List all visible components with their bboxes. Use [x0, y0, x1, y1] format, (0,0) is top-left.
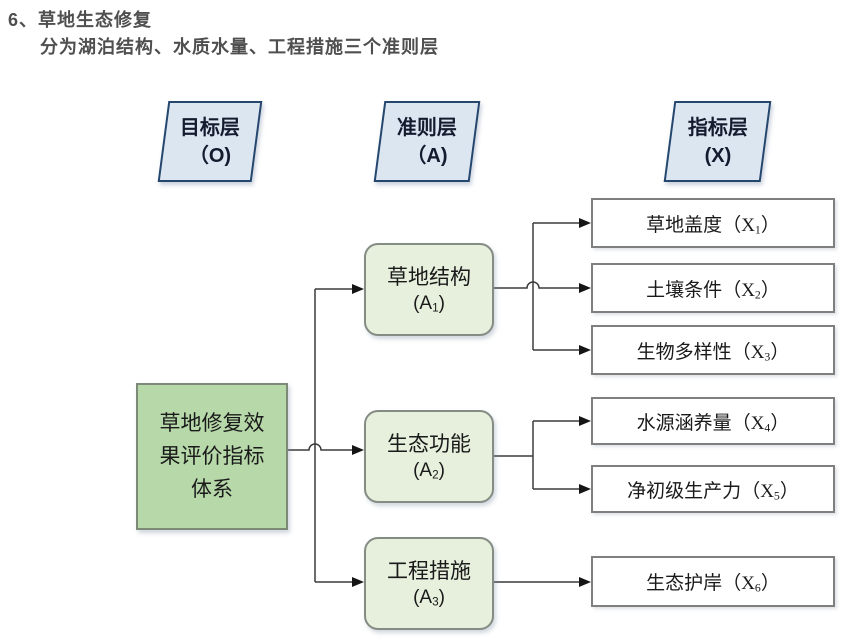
- criterion-box-a1: 草地结构 (A1): [364, 243, 494, 336]
- arrow-icon: [579, 283, 591, 293]
- indicator-x1-label: 草地盖度（X1）: [646, 214, 780, 237]
- goal-line-3: 体系: [191, 477, 233, 501]
- indicator-box-x5: 净初级生产力（X5）: [591, 465, 835, 513]
- arrow-icon: [352, 445, 364, 455]
- page-title: 6、草地生态修复: [8, 10, 153, 30]
- indicator-x2-label: 土壤条件（X2）: [646, 279, 780, 302]
- layer-header-goal-code: （O): [188, 144, 232, 167]
- criterion-a1-code: (A1): [413, 292, 445, 315]
- arrowheads: [352, 218, 591, 587]
- edge-goal-to-a2: [288, 443, 352, 451]
- arrow-icon: [579, 218, 591, 228]
- layer-header-goal: 目标层 （O): [157, 101, 263, 182]
- indicator-x4-label: 水源涵养量（X4）: [636, 412, 790, 435]
- arrow-icon: [579, 416, 591, 426]
- goal-box: 草地修复效 果评价指标 体系: [136, 383, 288, 530]
- layer-header-goal-label: 目标层: [180, 116, 240, 139]
- layer-header-indicator: 指标层 (X): [663, 101, 772, 182]
- page-subtitle: 分为湖泊结构、水质水量、工程措施三个准则层: [40, 37, 439, 57]
- indicator-x6-label: 生态护岸（X6）: [646, 573, 780, 595]
- arrow-icon: [579, 345, 591, 355]
- indicator-x3-label: 生物多样性（X3）: [636, 341, 790, 364]
- arrow-icon: [579, 577, 591, 587]
- indicator-box-x2: 土壤条件（X2）: [591, 263, 835, 313]
- indicator-box-x1: 草地盖度（X1）: [591, 198, 835, 248]
- criterion-a3-code: (A3): [413, 586, 445, 609]
- indicator-box-x4: 水源涵养量（X4）: [591, 397, 835, 445]
- criterion-a2-label: 生态功能: [387, 431, 471, 456]
- indicator-box-x3: 生物多样性（X3）: [591, 325, 835, 375]
- criterion-a1-label: 草地结构: [387, 264, 471, 289]
- layer-header-criteria-code: （A): [406, 144, 448, 167]
- arrow-icon: [579, 484, 591, 494]
- criterion-box-a2: 生态功能 (A2): [364, 410, 494, 503]
- layer-header-criteria: 准则层 （A): [373, 101, 481, 182]
- layer-header-indicator-code: (X): [704, 144, 731, 167]
- layer-header-criteria-label: 准则层: [397, 116, 457, 139]
- indicator-x5-label: 净初级生产力（X5）: [627, 480, 799, 503]
- layer-header-indicator-label: 指标层: [687, 116, 748, 139]
- arrow-icon: [352, 577, 364, 587]
- arrow-icon: [352, 284, 364, 294]
- criterion-a2-code: (A2): [413, 459, 445, 482]
- edge-a1-to-x2: [494, 281, 580, 289]
- goal-line-1: 草地修复效: [159, 411, 265, 435]
- indicator-box-x6: 生态护岸（X6）: [591, 556, 835, 607]
- criterion-a3-label: 工程措施: [387, 558, 471, 583]
- criterion-box-a3: 工程措施 (A3): [364, 537, 494, 630]
- goal-line-2: 果评价指标: [159, 444, 265, 468]
